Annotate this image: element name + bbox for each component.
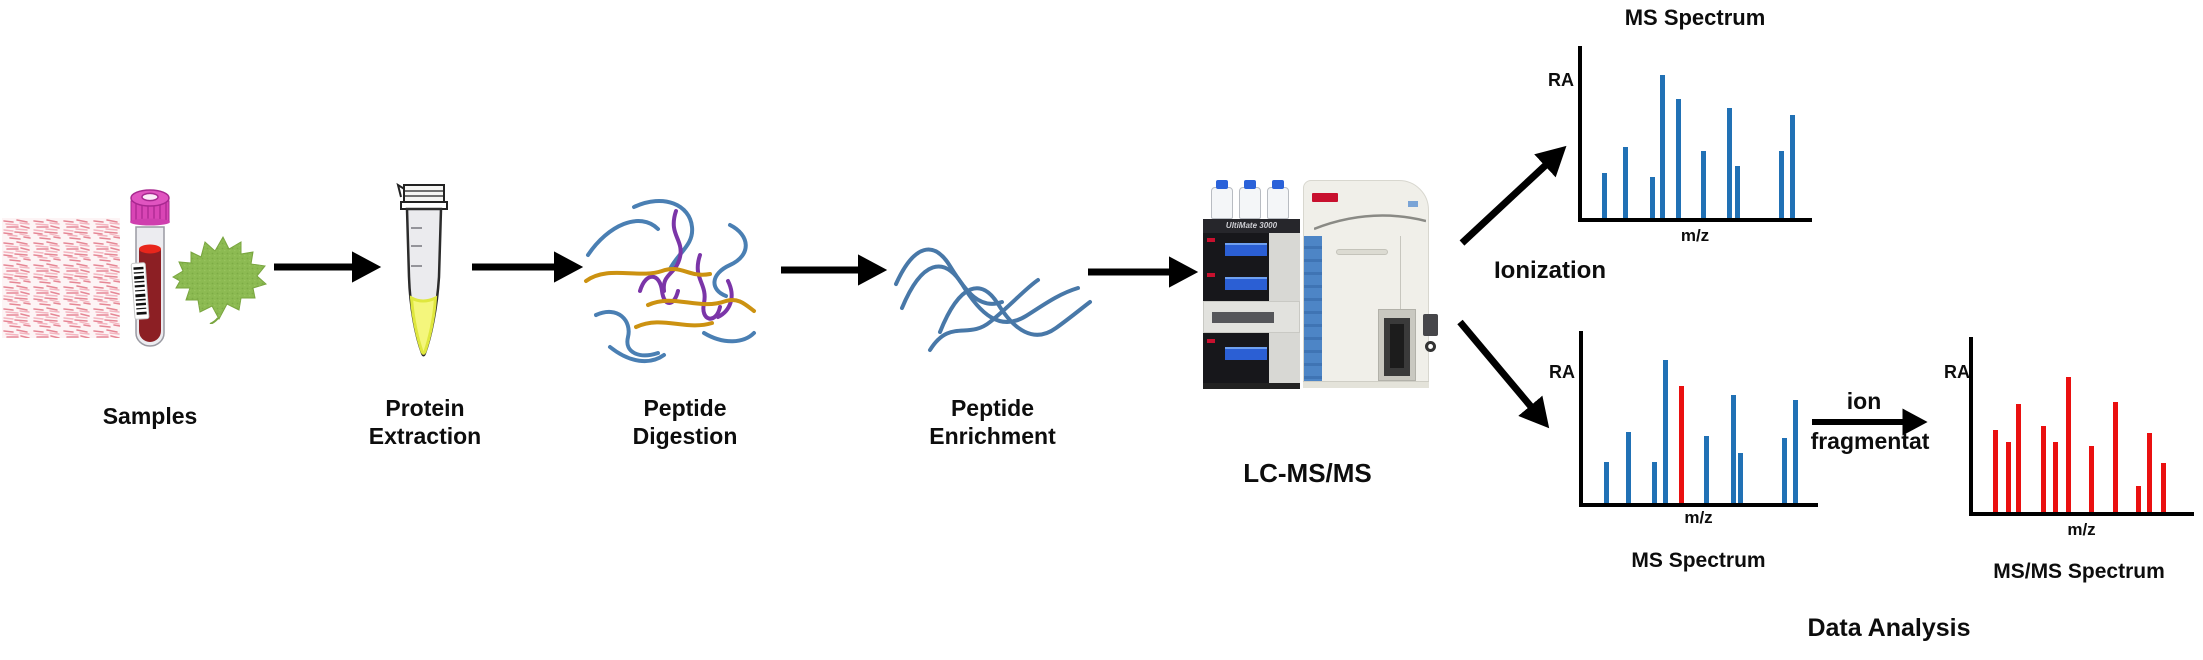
hplc-pump-module xyxy=(1203,233,1300,268)
spectrum-peak xyxy=(1726,107,1732,218)
spectrum-peak xyxy=(1652,461,1658,503)
solvent-bottle-icon xyxy=(1239,180,1261,219)
solvent-bottle-icon xyxy=(1211,180,1233,219)
spectrum-peak xyxy=(2161,463,2167,512)
peptide-digestion-label: Peptide Digestion xyxy=(632,395,738,449)
ion-source-attachment xyxy=(1423,314,1438,336)
spectrum-peak xyxy=(1793,399,1799,503)
hplc-pump-module xyxy=(1203,268,1300,301)
ms-source-housing xyxy=(1378,309,1416,381)
spectrum-peak xyxy=(1789,114,1795,218)
peptide-waves-icon xyxy=(894,247,1092,352)
spectrum-peak xyxy=(2066,377,2072,512)
spectrum-peak xyxy=(1704,435,1710,503)
spectrum-peak xyxy=(1622,147,1628,218)
spectrum-peak xyxy=(1676,99,1682,218)
ms-spectrum-top-plot xyxy=(1578,46,1812,222)
vendor-logo xyxy=(1312,193,1338,202)
spectrum-peak xyxy=(2053,442,2058,512)
ms-spectrum-top-title: MS Spectrum xyxy=(1624,5,1766,30)
ionization-label: Ionization xyxy=(1494,257,1606,284)
spectrum-peak xyxy=(1626,432,1631,503)
spectrum-peak xyxy=(1602,173,1607,218)
lc-ms-ms-label: LC-MS/MS xyxy=(1243,458,1372,488)
leaf-icon xyxy=(172,235,267,324)
lc-ms-instrument: UltiMate 3000 xyxy=(1203,175,1453,390)
ms-spectrum-bottom-ylabel: RA xyxy=(1549,362,1575,382)
fragmentation-word-label: fragmentat xyxy=(1810,428,1930,454)
spectrum-peak xyxy=(2136,485,2142,512)
ms-spectrum-bottom-xlabel: m/z xyxy=(1684,508,1713,527)
msms-spectrum-ylabel: RA xyxy=(1944,362,1970,382)
hplc-autosampler xyxy=(1203,301,1300,333)
ms-spectrum-bottom-plot xyxy=(1579,331,1818,507)
hplc-display xyxy=(1225,243,1267,256)
spectrum-peak-highlighted xyxy=(1679,386,1685,503)
hplc-display xyxy=(1225,347,1267,360)
spectrum-peak xyxy=(1659,75,1665,218)
data-analysis-label: Data Analysis xyxy=(1807,614,1971,642)
spectrum-peak xyxy=(1734,166,1740,218)
spectrum-peak xyxy=(1782,437,1788,503)
ms-spectrum-bottom-title: MS Spectrum xyxy=(1631,549,1766,572)
spectrum-peak xyxy=(2146,433,2152,512)
samples-label: Samples xyxy=(102,403,198,429)
hplc-tray: UltiMate 3000 xyxy=(1203,219,1300,233)
spectrum-peak xyxy=(1700,150,1706,218)
protein-extraction-label: Protein Extraction xyxy=(368,395,482,449)
spectrum-peak xyxy=(1779,150,1785,218)
spectrum-peak xyxy=(1603,461,1609,503)
spectrum-peak xyxy=(1992,429,1998,512)
msms-spectrum-plot xyxy=(1969,337,2194,516)
barcode-label xyxy=(130,262,150,320)
ms-side-panel xyxy=(1304,236,1322,388)
ms-spectrum-top-xlabel: m/z xyxy=(1680,226,1710,245)
hplc-display xyxy=(1225,277,1267,290)
msms-spectrum-xlabel: m/z xyxy=(2067,520,2096,539)
spectrum-peak xyxy=(2041,426,2047,512)
mass-spectrometer-body xyxy=(1303,180,1438,388)
spectrum-peak xyxy=(2005,442,2011,512)
ion-word-label: ion xyxy=(1846,388,1882,414)
spectrum-peak xyxy=(1731,394,1737,503)
spectrum-peak xyxy=(1662,360,1668,503)
microcentrifuge-tube-icon xyxy=(396,182,448,357)
spectrum-peak xyxy=(1738,453,1744,503)
tissue-section-image xyxy=(2,218,120,338)
hplc-column-module xyxy=(1203,333,1300,383)
peptide-enrichment-label: Peptide Enrichment xyxy=(929,395,1056,449)
spectrum-peak xyxy=(1650,176,1656,218)
msms-spectrum-title: MS/MS Spectrum xyxy=(1993,560,2165,583)
ionization-arrow-up xyxy=(1459,145,1567,246)
protein-tangle-icon xyxy=(584,198,756,364)
solvent-bottle-icon xyxy=(1267,180,1289,219)
blood-tube-icon xyxy=(130,189,170,347)
ms-spectrum-top-ylabel: RA xyxy=(1548,70,1574,90)
spectrum-peak xyxy=(2089,445,2095,512)
spectrum-peak xyxy=(2112,401,2118,512)
ionization-arrow-down xyxy=(1457,319,1550,429)
spectrum-peak xyxy=(2016,403,2022,512)
